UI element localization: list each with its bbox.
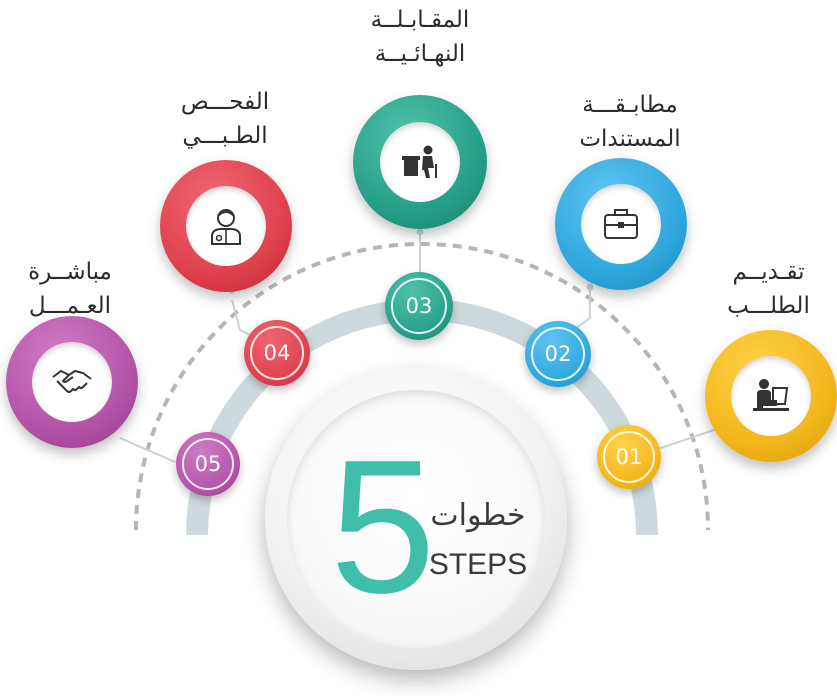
step-2-title-line1: مطابـقـــة [582, 92, 678, 118]
center-circle [265, 368, 567, 670]
step-5-title-line1: مباشــرة [28, 259, 112, 285]
step-5-circle [6, 316, 138, 448]
step-2-label: مطابـقـــة المستندات [555, 88, 705, 156]
step-5-number: 05 [194, 452, 222, 476]
desk-interview-icon [402, 145, 437, 178]
step-4-circle [160, 160, 292, 292]
step-2-title-line2: المستندات [579, 126, 681, 152]
center-arabic-text: خطوات [430, 498, 526, 533]
doctor-icon [211, 209, 241, 245]
step-4-number: 04 [263, 341, 291, 365]
step-3-label: المقـابـلــة النهـائـيــة [345, 3, 495, 71]
step-4-label: الفحـــص الطـبـــي [150, 85, 300, 153]
step-3-title-line1: المقـابـلــة [370, 7, 470, 33]
step-1-circle [705, 330, 837, 462]
step-1-title-line2: الطلـــب [727, 293, 810, 319]
laptop-user-icon [753, 379, 789, 411]
step-3-number-badge: 03 [385, 272, 453, 340]
briefcase-icon [604, 209, 638, 239]
step-2-circle [555, 158, 687, 290]
step-2-number: 02 [544, 342, 572, 366]
step-3-number: 03 [405, 294, 433, 318]
big-five-number: 5 [330, 421, 436, 633]
step-5-label: مباشــرة العـمـــل [0, 255, 140, 323]
dashed-arc [134, 242, 710, 531]
step-3-circle [353, 95, 487, 229]
step-4-title-line2: الطـبـــي [182, 123, 268, 149]
step-4-title-line1: الفحـــص [180, 89, 270, 115]
step-5-title-line2: العـمـــل [28, 293, 112, 319]
step-3-title-line2: النهـائـيــة [374, 41, 466, 67]
step-1-title-line1: تقـديــم [732, 259, 805, 285]
handshake-icon [52, 369, 92, 393]
step-4-number-badge: 04 [244, 320, 310, 386]
center-english-text: STEPS [428, 548, 528, 581]
step-5-number-badge: 05 [176, 432, 240, 496]
step-1-number-badge: 01 [597, 425, 661, 489]
step-1-number: 01 [615, 445, 643, 469]
step-1-label: تقـديــم الطلـــب [700, 255, 837, 323]
step-2-number-badge: 02 [525, 321, 591, 387]
